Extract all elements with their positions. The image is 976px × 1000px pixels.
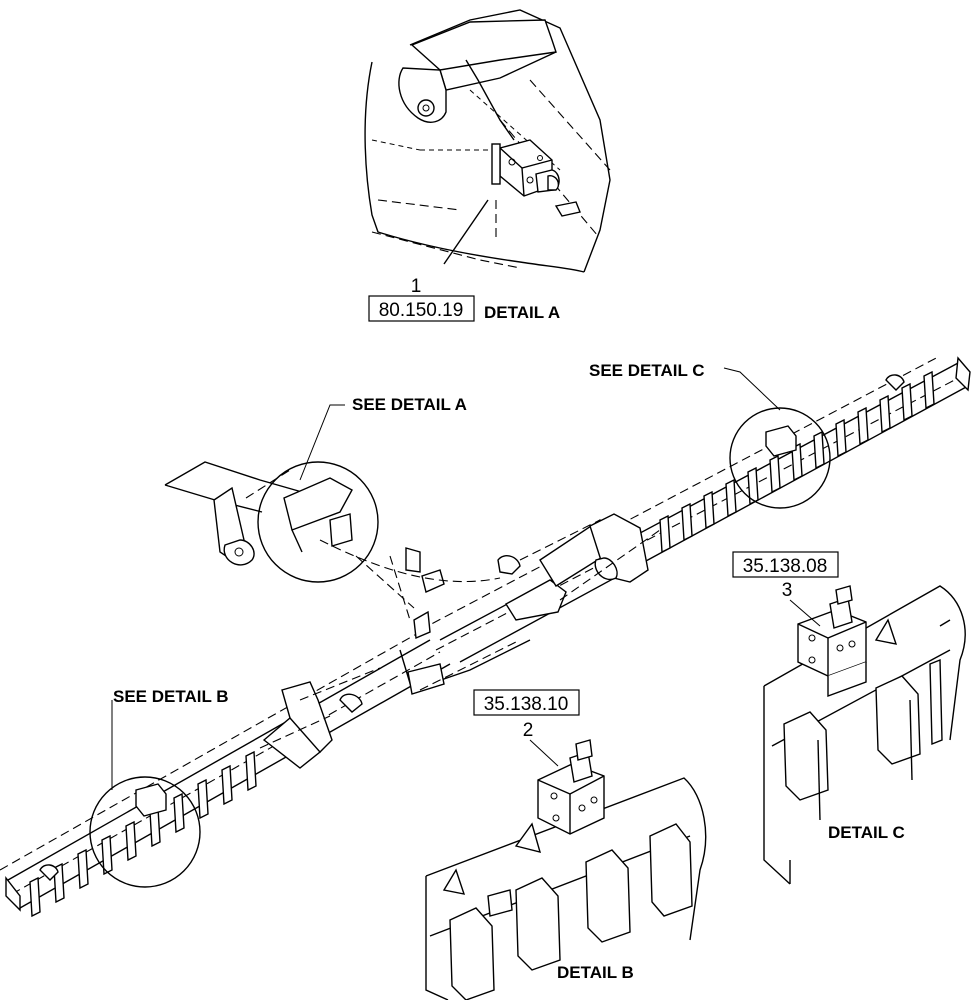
detail-b-circle (89, 776, 201, 888)
detail-c-item-number: 3 (782, 580, 793, 601)
see-detail-a-callout: SEE DETAIL A (352, 395, 467, 414)
detail-c-ref-box[interactable] (732, 551, 839, 578)
detail-a-item-number: 1 (411, 276, 422, 297)
detail-a-view (364, 9, 611, 273)
detail-b-item-number: 2 (523, 720, 534, 741)
detail-a-ref-box[interactable] (368, 295, 475, 322)
detail-b-ref[interactable]: 35.138.10 (484, 694, 569, 715)
teeth-lower (29, 750, 257, 918)
detail-a-ref[interactable]: 80.150.19 (379, 300, 464, 321)
teeth-upper (659, 370, 935, 554)
detail-b-ref-box[interactable] (473, 689, 580, 716)
detail-c-ref[interactable]: 35.138.08 (743, 556, 828, 577)
see-detail-b-callout: SEE DETAIL B (113, 687, 229, 706)
detail-a-circle (257, 461, 379, 583)
detail-c-title: DETAIL C (828, 823, 905, 842)
detail-b-title: DETAIL B (557, 963, 634, 982)
see-detail-c-callout: SEE DETAIL C (589, 361, 705, 380)
detail-b-view (425, 739, 707, 1000)
detail-c-view (763, 585, 966, 885)
main-assembly (0, 355, 971, 918)
detail-a-title: DETAIL A (484, 303, 560, 322)
detail-c-circle (729, 407, 831, 509)
